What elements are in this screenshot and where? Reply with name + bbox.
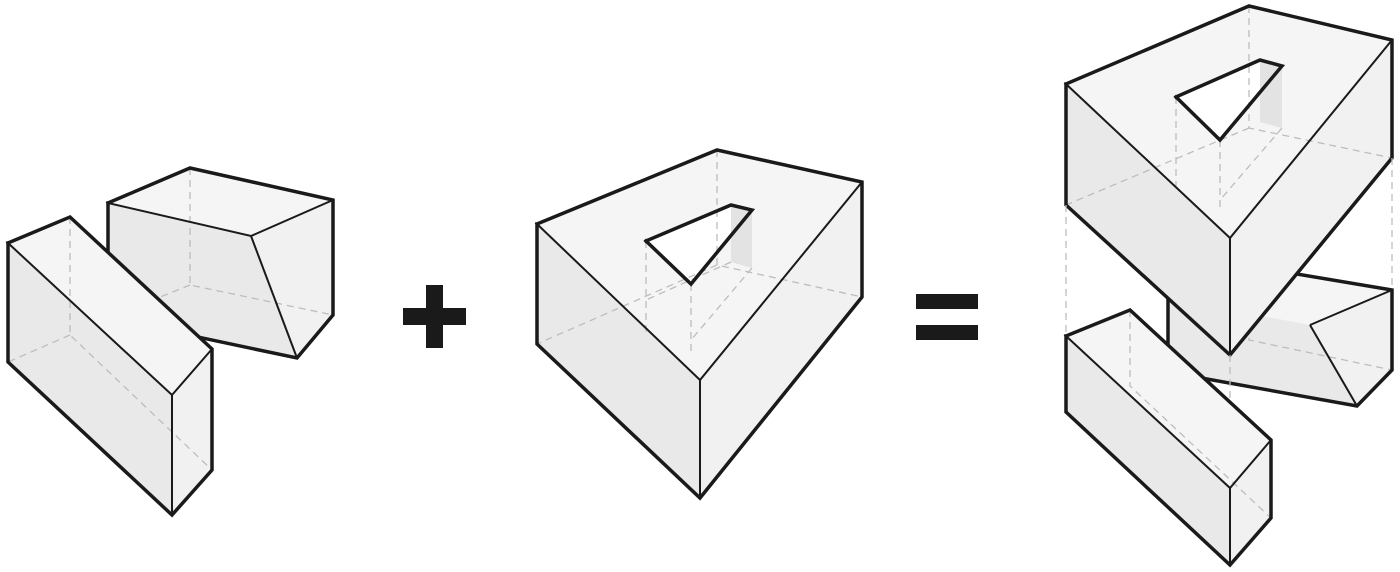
- front-block: [5, 214, 214, 518]
- equals-sign: [916, 294, 978, 340]
- result-left-block: [1063, 307, 1273, 568]
- result-prism: [1063, 4, 1394, 358]
- plus-sign: [403, 285, 466, 348]
- prism-with-opening: [534, 148, 864, 501]
- exploded-result: [1063, 4, 1394, 568]
- two-blocks-group: [5, 166, 335, 518]
